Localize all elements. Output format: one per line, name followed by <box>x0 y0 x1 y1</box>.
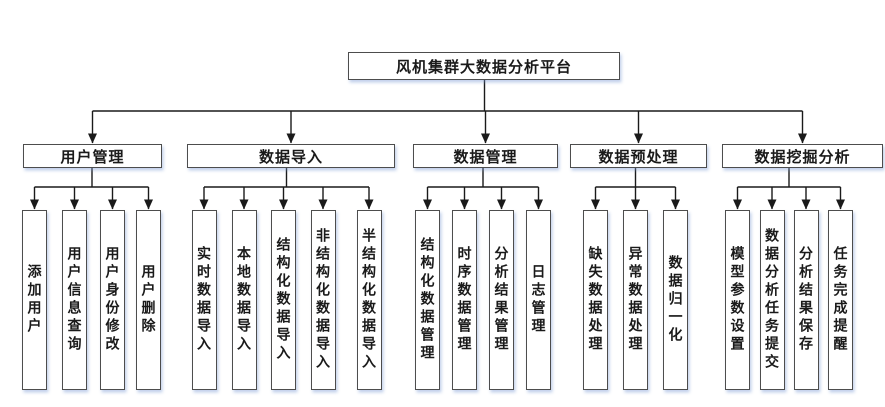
leaf-label: 用户删除 <box>140 264 157 336</box>
leaf-label: 实时数据导入 <box>196 246 212 354</box>
leaf-label: 结构化数据导入 <box>275 237 292 363</box>
leaf-label: 数据分析任务提交 <box>764 228 780 372</box>
leaf-log-management: 日志管理 <box>526 210 551 390</box>
leaf-model-parameter-setting: 模型参数设置 <box>725 210 750 390</box>
group-data-mining-analysis: 数据挖掘分析 <box>722 144 883 168</box>
leaf-label: 用户身份修改 <box>104 246 121 354</box>
leaf-analysis-task-submit: 数据分析任务提交 <box>759 210 785 390</box>
leaf-label: 分析结果保存 <box>798 246 814 354</box>
leaf-task-completion-reminder: 任务完成提醒 <box>828 210 853 390</box>
leaf-abnormal-data-processing: 异常数据处理 <box>623 210 648 390</box>
leaf-user-info-query: 用户信息查询 <box>62 210 87 390</box>
leaf-missing-data-processing: 缺失数据处理 <box>583 210 608 390</box>
leaf-user-identity-modify: 用户身份修改 <box>100 210 125 390</box>
leaf-add-user: 添加用户 <box>22 210 47 390</box>
leaf-label: 结构化数据管理 <box>419 237 436 363</box>
leaf-label: 日志管理 <box>530 264 547 336</box>
leaf-structured-data-import: 结构化数据导入 <box>271 210 296 390</box>
leaf-user-delete: 用户删除 <box>136 210 161 390</box>
leaf-label: 模型参数设置 <box>729 246 746 354</box>
group-label: 数据导入 <box>258 148 323 166</box>
group-data-import: 数据导入 <box>187 144 395 168</box>
group-data-management: 数据管理 <box>413 144 558 168</box>
leaf-label: 本地数据导入 <box>236 246 252 354</box>
group-label: 数据管理 <box>453 148 518 166</box>
leaf-data-normalization: 数据归一化 <box>663 210 688 390</box>
root-node-platform: 风机集群大数据分析平台 <box>348 52 620 80</box>
leaf-timeseries-data-management: 时序数据管理 <box>452 210 477 390</box>
leaf-structured-data-management: 结构化数据管理 <box>415 210 440 390</box>
leaf-label: 用户信息查询 <box>66 246 83 354</box>
leaf-analysis-result-management: 分析结果管理 <box>489 210 514 390</box>
leaf-label: 半结构化数据导入 <box>361 228 377 372</box>
leaf-semistructured-data-import: 半结构化数据导入 <box>356 210 382 390</box>
group-label: 数据预处理 <box>598 148 679 166</box>
leaf-label: 添加用户 <box>26 264 43 336</box>
leaf-unstructured-data-import: 非结构化数据导入 <box>310 210 336 390</box>
group-user-management: 用户管理 <box>23 144 162 168</box>
leaf-label: 分析结果管理 <box>493 246 510 354</box>
leaf-label: 缺失数据处理 <box>587 246 604 354</box>
leaf-local-data-import: 本地数据导入 <box>231 210 257 390</box>
leaf-label: 异常数据处理 <box>627 246 644 354</box>
leaf-label: 非结构化数据导入 <box>315 228 331 372</box>
group-label: 数据挖掘分析 <box>754 148 851 166</box>
leaf-analysis-result-save: 分析结果保存 <box>793 210 819 390</box>
leaf-realtime-data-import: 实时数据导入 <box>191 210 217 390</box>
root-node-label: 风机集群大数据分析平台 <box>395 58 572 76</box>
group-label: 用户管理 <box>60 148 125 166</box>
group-data-preprocessing: 数据预处理 <box>570 144 707 168</box>
leaf-label: 数据归一化 <box>667 255 684 345</box>
leaf-label: 任务完成提醒 <box>832 246 849 354</box>
leaf-label: 时序数据管理 <box>456 246 473 354</box>
